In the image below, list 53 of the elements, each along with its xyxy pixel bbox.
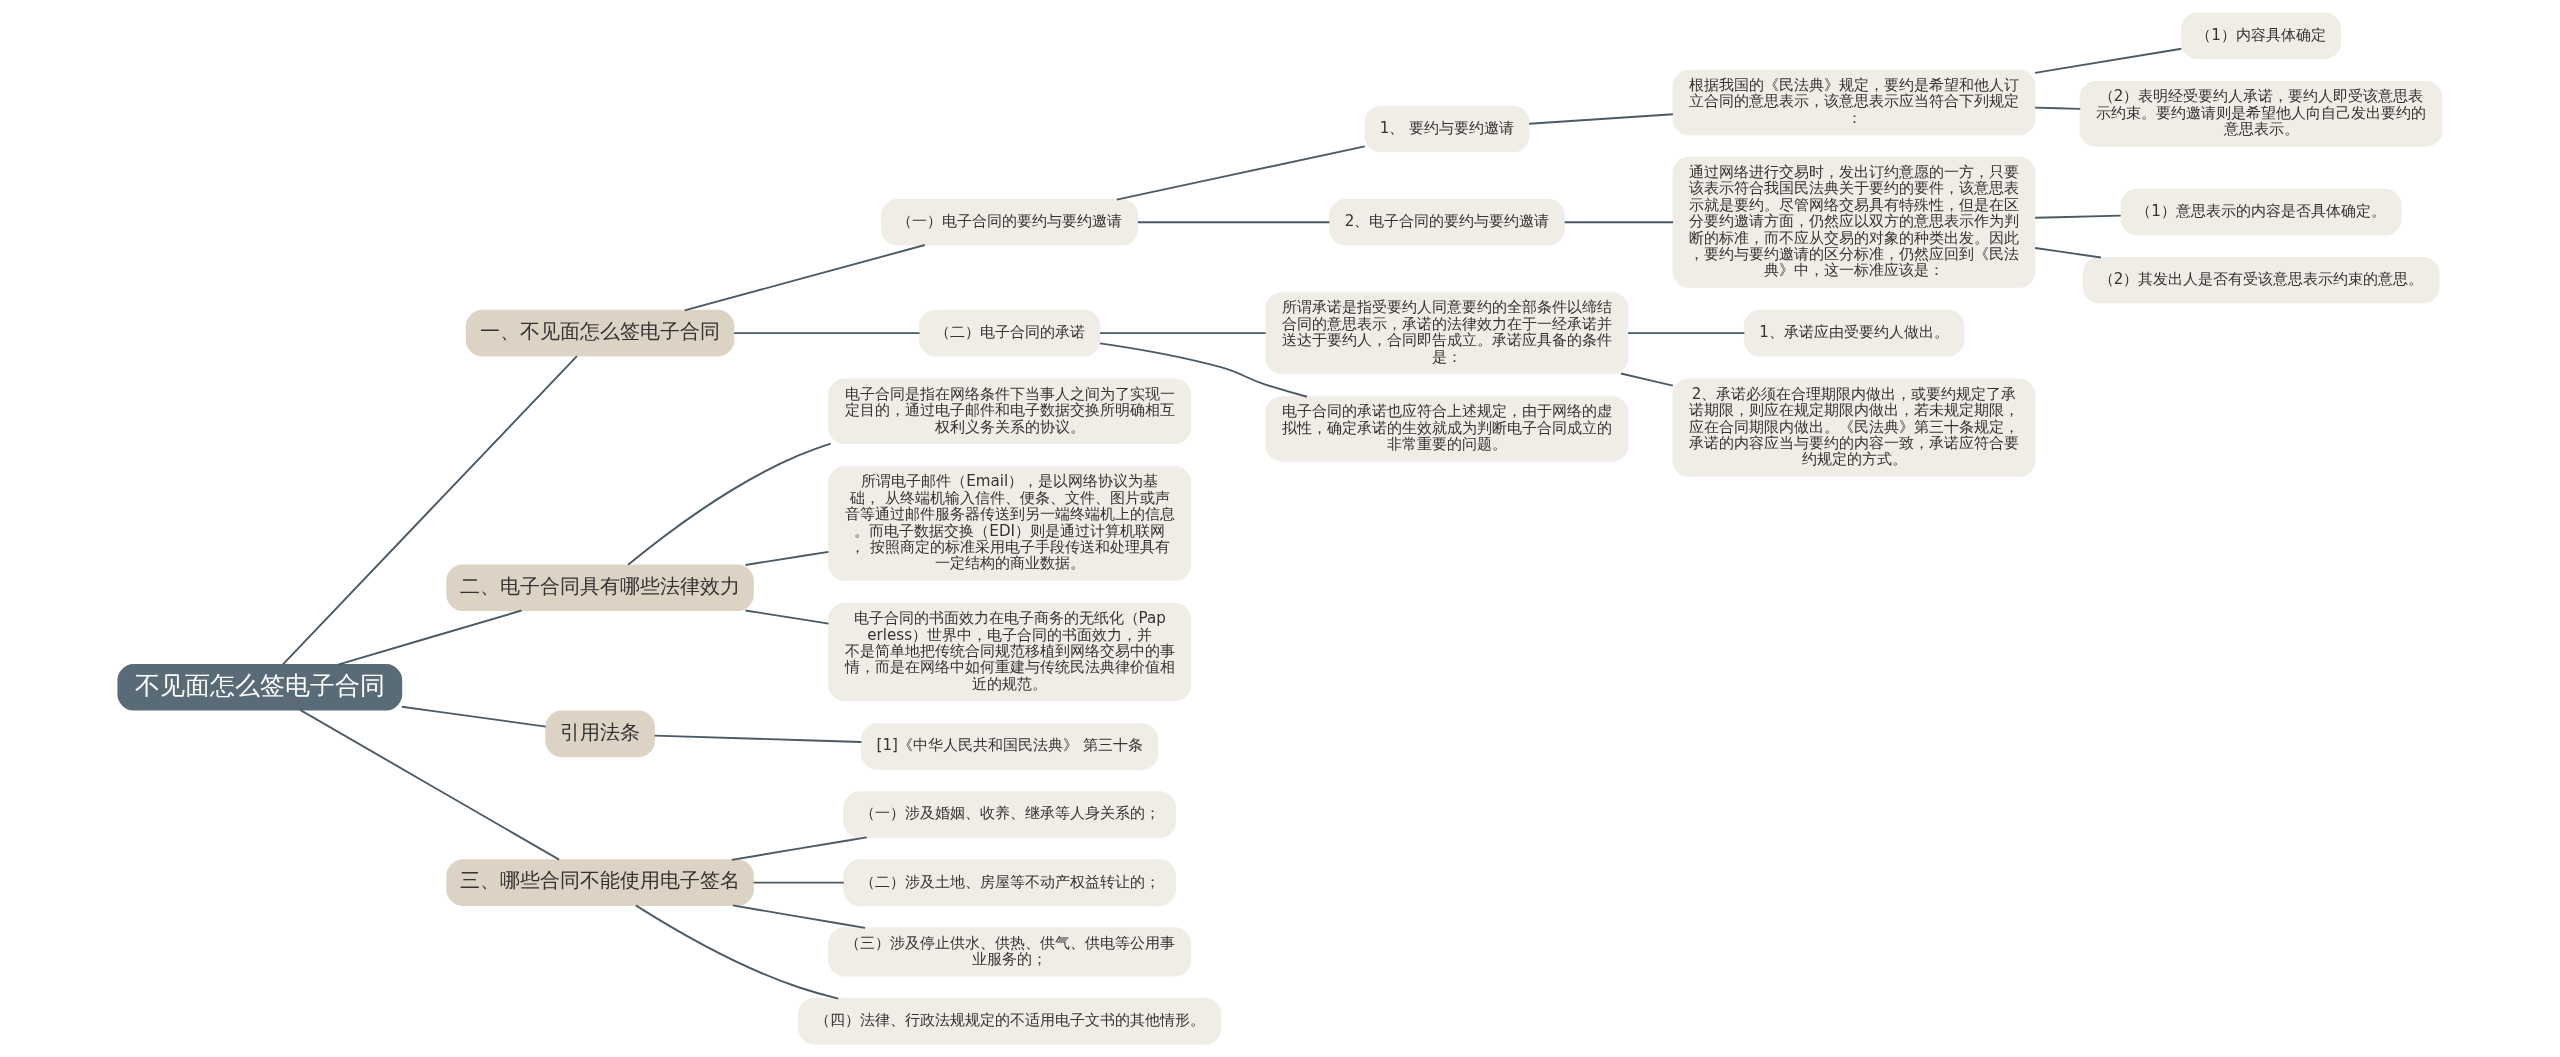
node-box: （一）涉及婚姻、收养、继承等人身关系的； (843, 791, 1177, 838)
node-box: 2、电子合同的要约与要约邀请 (1329, 198, 1565, 246)
connector (1620, 372, 1674, 387)
connector (1099, 332, 1267, 335)
node-box: （四）法律、行政法规规定的不适用电子文书的其他情形。 (797, 997, 1222, 1045)
node-box: 通过网络进行交易时，发出订约意愿的一方，只要该表示符合我国民法典关于要约的要件，该意思表示就是要约。尽管网络交易具有特殊性，但是在区分要约邀请方面，仍然应以双方的意思表示作为判断的标准，而不应从交易的对象的种类出发。因此，要约与要约邀请的区分标准，仍然应回到《民法典》中，这一标准应该是： (1672, 156, 2036, 288)
node-box: 2、承诺必须在合理期限内做出，或要约规定了承诺期限，则应在规定期限内做出，若未规定期限，应在合同期限内做出。《民法典》第三十条规定，承诺的内容应当与要约的内容一致，承诺应符合要约规定的方式。 (1672, 378, 2036, 477)
connector (1627, 332, 1746, 335)
connector (1563, 221, 1675, 224)
connector (733, 332, 921, 335)
node-box: （1）意思表示的内容是否具体确定。 (2120, 188, 2402, 236)
connector (400, 705, 547, 728)
node-box: 1、承诺应由受要约人做出。 (1743, 309, 1965, 357)
node-box: （1）内容具体确定 (2181, 12, 2342, 60)
node-box: 根据我国的《民法典》规定，要约是希望和他人订立合同的意思表示，该意思表示应当符合下列规定： (1672, 69, 2036, 136)
connector (2034, 214, 2122, 219)
connector (1136, 221, 1331, 224)
connector (1099, 342, 1308, 398)
node-box: （2）其发出人是否有受该意思表示约束的意思。 (2082, 256, 2440, 304)
node-box: 电子合同的书面效力在电子商务的无纸化（Paperless）世界中，电子合同的书面效力，并不是简单地把传统合同规范移植到网络交易中的事情，而是在网络中如何重建与传统民法典律价值相近的规范。 (828, 602, 1192, 702)
node-box: 二、电子合同具有哪些法律效力 (446, 564, 754, 612)
node-box: （二）涉及土地、房屋等不动产权益转让的； (843, 859, 1177, 906)
node-box: 1、 要约与要约邀请 (1364, 105, 1530, 153)
connector (1528, 113, 1674, 125)
connector (299, 709, 561, 861)
connector (337, 609, 523, 666)
connector (731, 904, 866, 929)
node-box: （二）电子合同的承诺 (918, 309, 1101, 357)
node-box: 三、哪些合同不能使用电子签名 (446, 859, 754, 906)
node-box: （三）涉及停止供水、供热、供气、供电等公用事业服务的； (828, 927, 1192, 977)
node-box: 引用法条 (545, 710, 655, 758)
connector (2034, 106, 2082, 110)
node-box: 电子合同是指在网络条件下当事人之间为了实现一定目的，通过电子邮件和电子数据交换所明确相互权利义务关系的协议。 (828, 378, 1192, 445)
node-box: 所谓电子邮件（Email），是以网络协议为基础， 从终端机输入信件、便条、文件、图片或声音等通过邮件服务器传送到另一端终端机上的信息。而电子数据交换（EDI）则是通过计算机联网， 按照商定的标准采用电子手段传送和处理具有一定结构的商业数据。 (828, 466, 1192, 581)
node-box: 一、不见面怎么签电子合同 (465, 309, 735, 357)
node-box: 不见面怎么签电子合同 (117, 664, 403, 711)
connector (752, 881, 845, 884)
node-box: 电子合同的承诺也应符合上述规定，由于网络的虚拟性，确定承诺的生效就成为判断电子合同成立的非常重要的问题。 (1265, 396, 1629, 462)
connector (634, 904, 840, 1000)
connector (2034, 47, 2183, 74)
node-box: [1]《中华人民共和国民法典》 第三十条 (860, 723, 1159, 770)
connector (281, 355, 578, 666)
node-box: 所谓承诺是指受要约人同意要约的全部条件以缔结合同的意思表示，承诺的法律效力在于一经承诺并送达于要约人，合同即告成立。承诺应具备的条件是： (1265, 292, 1629, 375)
connector (2034, 247, 2102, 259)
connector (744, 550, 830, 566)
node-box: （2）表明经受要约人承诺，要约人即受该意思表示约束。要约邀请则是希望他人向自己发出要约的意思表示。 (2079, 81, 2443, 147)
connector (627, 442, 832, 566)
node-box: （一）电子合同的要约与要约邀请 (881, 198, 1139, 246)
connector (730, 836, 868, 861)
connector (1115, 145, 1366, 201)
connector (744, 609, 830, 625)
connector (683, 244, 926, 312)
connector (653, 734, 863, 743)
